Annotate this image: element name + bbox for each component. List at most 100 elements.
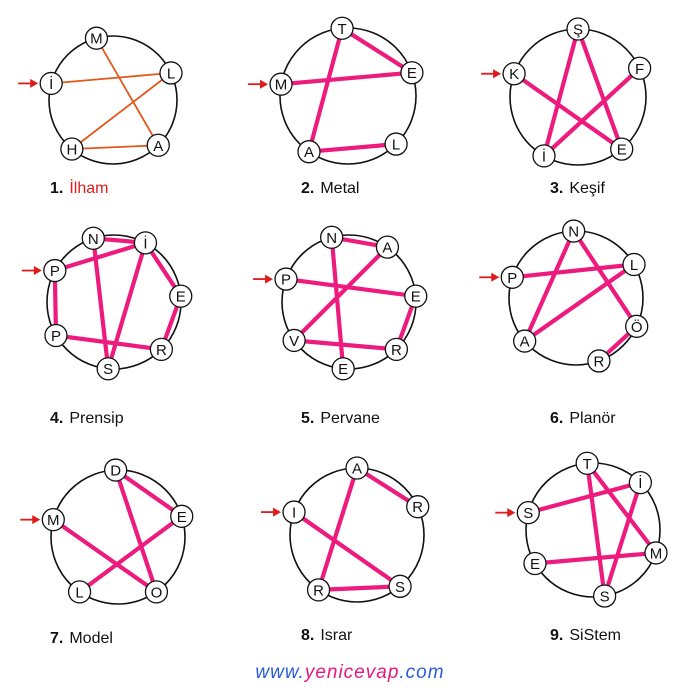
letter-node-circle <box>644 541 668 565</box>
letter-node: S <box>388 574 412 598</box>
arrow-head <box>507 508 516 518</box>
letter-label: M <box>650 545 663 562</box>
letter-label: A <box>304 144 314 161</box>
letter-label: L <box>630 257 638 274</box>
letter-node: R <box>149 337 174 362</box>
letter-label: İ <box>143 234 147 252</box>
letter-node-circle <box>41 508 65 532</box>
letter-node-circle <box>274 267 298 291</box>
letter-node-circle <box>331 357 355 381</box>
letter-node: H <box>60 137 84 161</box>
word-path <box>512 26 642 158</box>
letter-label: Ö <box>631 318 643 336</box>
caption-word: Metal <box>320 180 359 197</box>
letter-label: İ <box>542 147 546 165</box>
letter-node: R <box>587 349 611 373</box>
caption-word: Israr <box>320 627 353 644</box>
letter-node: Ö <box>625 314 649 338</box>
letter-node-circle <box>566 17 590 41</box>
letter-label: L <box>75 584 83 601</box>
caption-number: 7. <box>50 630 63 647</box>
letter-node-circle <box>627 56 652 80</box>
letter-node: I <box>282 500 306 524</box>
letter-label: R <box>593 353 604 370</box>
letter-node-circle <box>146 133 170 157</box>
letter-node-circle <box>44 323 68 348</box>
letter-node-circle <box>144 580 169 604</box>
letter-node: M <box>269 72 293 96</box>
letter-node: E <box>331 357 355 381</box>
puzzle-caption: 3.Keşif <box>550 180 605 197</box>
letter-label: P <box>50 263 60 280</box>
word-path <box>50 37 172 150</box>
caption-number: 4. <box>50 410 63 427</box>
letter-node: M <box>644 541 668 565</box>
caption-word: Prensip <box>69 410 123 427</box>
start-arrow-icon <box>20 515 41 525</box>
letter-node: L <box>384 132 408 156</box>
caption-number: 1. <box>50 180 63 197</box>
letter-label: R <box>313 582 324 599</box>
letter-node-circle <box>330 16 354 40</box>
letter-node-circle <box>532 144 556 168</box>
letter-label: H <box>66 142 77 159</box>
caption-word: İlham <box>69 178 108 197</box>
letter-node: S <box>516 501 540 525</box>
letter-node-circle <box>625 314 649 338</box>
letter-label: E <box>177 509 187 526</box>
caption-word: Pervane <box>320 410 380 427</box>
letter-label: Ş <box>573 22 583 39</box>
arrow-head <box>33 266 42 276</box>
letter-label: T <box>337 21 346 38</box>
letter-node: İ <box>628 470 653 495</box>
start-arrow-icon <box>481 69 502 79</box>
letter-node: A <box>345 456 369 480</box>
letter-node-circle <box>297 140 321 164</box>
letter-node-circle <box>39 71 63 96</box>
letter-node: E <box>404 284 428 308</box>
letter-node-circle <box>523 551 547 576</box>
letter-node-circle <box>406 495 430 519</box>
letter-label: P <box>281 272 291 289</box>
letter-node-circle <box>404 284 428 308</box>
letter-node: N <box>81 226 105 250</box>
letter-node-circle <box>282 328 306 353</box>
letter-node: E <box>400 61 424 85</box>
letter-label: N <box>326 230 337 247</box>
letter-node: A <box>513 329 537 353</box>
letter-node-circle <box>384 132 408 156</box>
letter-node-circle <box>170 504 194 528</box>
letter-node-circle <box>104 458 128 482</box>
letter-node: Ş <box>566 17 590 41</box>
letter-label: İ <box>49 75 53 93</box>
letter-label: R <box>412 499 423 516</box>
puzzle-caption: 6.Planör <box>550 410 616 427</box>
letter-label: P <box>507 270 517 287</box>
letter-node: E <box>610 137 634 161</box>
letter-node-circle <box>610 137 634 161</box>
letter-node-circle <box>345 456 369 480</box>
letter-label: F <box>635 61 644 78</box>
letter-node-circle <box>592 584 617 608</box>
caption-number: 5. <box>301 410 314 427</box>
letter-label: E <box>407 65 417 82</box>
letter-node: N <box>320 225 344 249</box>
letter-label: L <box>392 137 400 154</box>
letter-label: E <box>338 361 348 378</box>
letter-node-circle <box>400 61 424 85</box>
letter-node: F <box>627 56 652 80</box>
letter-node: A <box>375 235 400 259</box>
letter-node: İ <box>39 71 63 96</box>
letter-label: E <box>530 556 540 573</box>
letter-node-circle <box>169 284 193 308</box>
footer-www: www. <box>255 662 305 683</box>
caption-number: 6. <box>550 410 563 427</box>
letter-label: M <box>47 512 60 529</box>
